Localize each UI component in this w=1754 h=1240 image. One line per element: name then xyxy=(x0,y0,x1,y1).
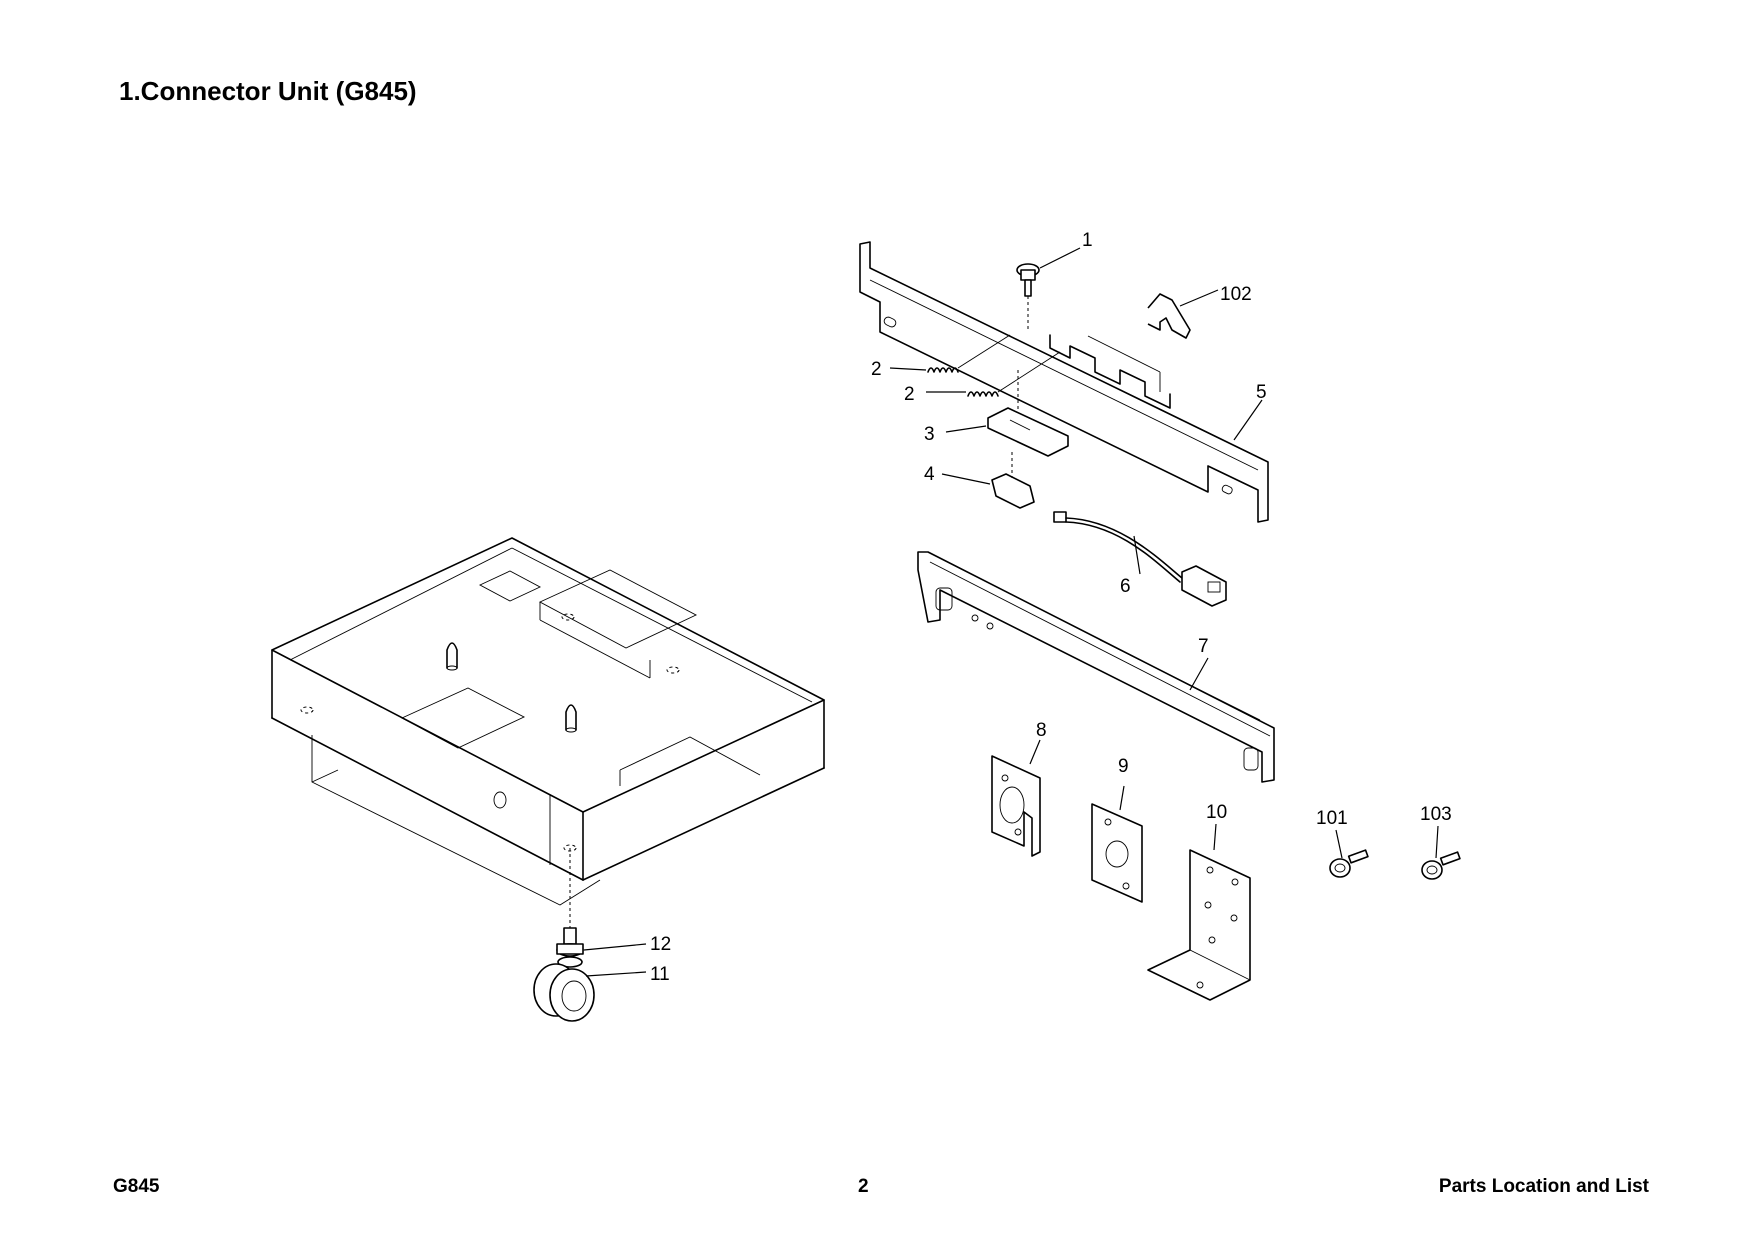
rail-illustration xyxy=(917,551,1275,783)
callout-label: 5 xyxy=(1256,382,1267,403)
callout-label: 11 xyxy=(650,964,670,985)
callout-label: 2 xyxy=(871,359,882,380)
spring-illustration xyxy=(927,334,1061,397)
screw-illustration xyxy=(1329,849,1369,878)
callout-label: 7 xyxy=(1198,636,1209,657)
holder-illustration xyxy=(987,370,1069,457)
leader-lines xyxy=(583,247,1439,977)
callout-label: 103 xyxy=(1420,804,1452,825)
caster-wheel-illustration xyxy=(533,927,595,1022)
footer-page-number: 2 xyxy=(858,1176,869,1197)
callout-label: 8 xyxy=(1036,720,1047,741)
callout-label: 101 xyxy=(1316,808,1348,829)
footer-model: G845 xyxy=(113,1176,160,1197)
callout-label: 9 xyxy=(1118,756,1129,777)
plate-illustration xyxy=(991,755,1041,857)
callout-label: 12 xyxy=(650,934,671,955)
plate-illustration xyxy=(1091,803,1143,903)
callout-label: 102 xyxy=(1220,284,1252,305)
connector-bracket-illustration xyxy=(859,241,1269,523)
screw-illustration xyxy=(1016,263,1040,330)
page-title: 1.Connector Unit (G845) xyxy=(119,76,417,106)
base-tray-illustration xyxy=(271,537,825,930)
callout-label: 1 xyxy=(1082,230,1093,251)
callout-label: 4 xyxy=(924,464,935,485)
callout-label: 10 xyxy=(1206,802,1227,823)
screw-illustration xyxy=(1421,851,1461,880)
footer-section: Parts Location and List xyxy=(1438,1176,1649,1197)
angle-bracket-illustration xyxy=(1147,849,1251,1001)
callout-label: 2 xyxy=(904,384,915,405)
callout-label: 6 xyxy=(1120,576,1131,597)
clip-illustration xyxy=(1147,293,1191,339)
callout-label: 3 xyxy=(924,424,935,445)
